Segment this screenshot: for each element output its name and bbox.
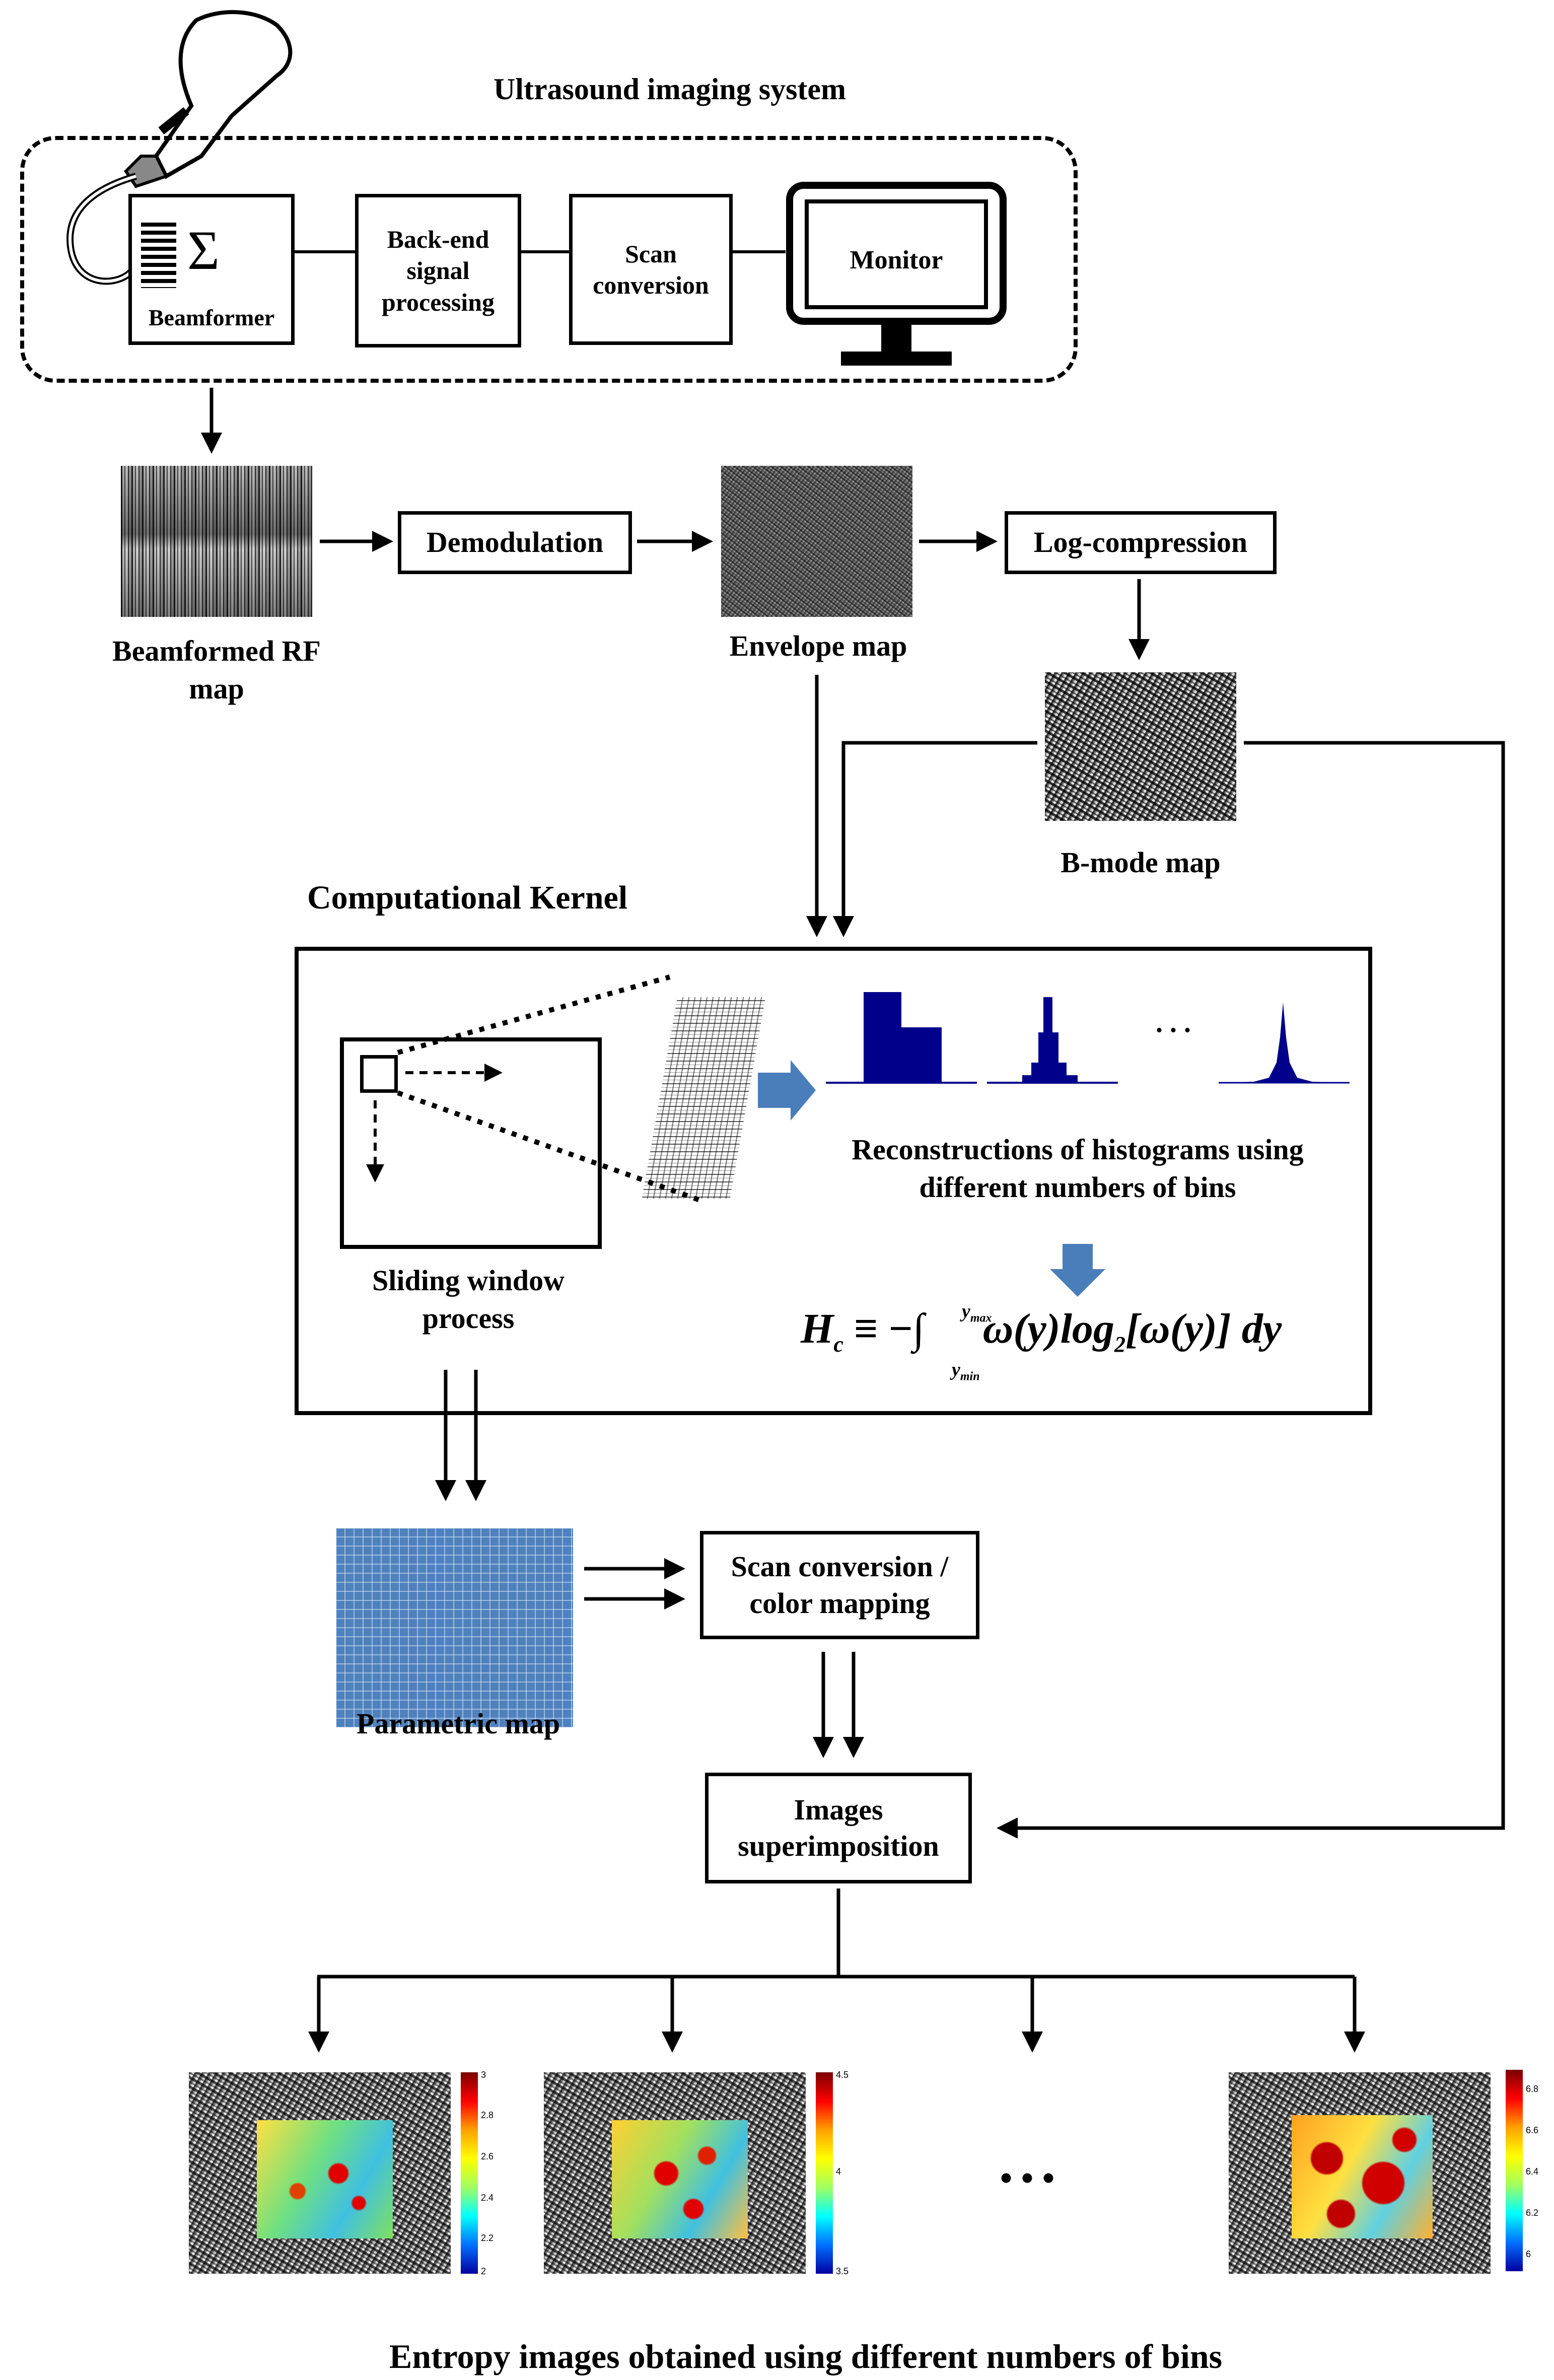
formula-ymax: ymax (962, 1301, 992, 1325)
bmode-map-image (1045, 672, 1236, 821)
formula-h: H (801, 1305, 834, 1352)
entropy-image-1 (189, 2072, 451, 2274)
cb1-tick: 3 (481, 2070, 486, 2080)
colorbar-3 (1506, 2070, 1523, 2271)
images-superimposition-block: Images superimposition (705, 1773, 972, 1883)
rf-map-label: Beamformed RF map (112, 635, 321, 706)
formula-sub-c: c (833, 1332, 843, 1357)
histograms-caption: Reconstructions of histograms using diff… (852, 1133, 1304, 1204)
sum-symbol: Σ (187, 220, 220, 281)
cb1-tick: 2 (481, 2266, 486, 2276)
cb2-tick: 4.5 (836, 2070, 849, 2080)
monitor-icon (786, 182, 1007, 366)
sliding-window (360, 1055, 398, 1093)
bottom-caption: Entropy images obtained using different … (389, 2337, 1223, 2375)
rf-map-image (121, 466, 312, 617)
system-connectors (295, 250, 786, 253)
cb3-tick: 6.4 (1526, 2166, 1539, 2177)
cb3-tick: 6 (1526, 2249, 1531, 2259)
ultrasound-probe-icon (66, 10, 293, 285)
formula-equiv: ≡ −∫ (854, 1305, 925, 1352)
entropy-overlay-3 (1292, 2115, 1433, 2238)
cb1-tick: 2.4 (481, 2193, 494, 2203)
formula-ymin: ymin (952, 1359, 980, 1383)
histogram-ellipsis: . . . (1156, 1007, 1191, 1038)
scan-color-mapping-block: Scan conversion / color mapping (700, 1531, 979, 1639)
log-compression-block: Log-compression (1005, 511, 1277, 574)
entropy-ellipsis: • • • (1000, 2159, 1055, 2198)
bmode-map-label: B-mode map (1061, 846, 1221, 879)
monitor-label: Monitor (850, 246, 943, 274)
formula-sub-2: 2 (1114, 1332, 1125, 1357)
scan-conversion-block: Scan conversion (569, 194, 733, 345)
entropy-formula: Hc ≡ −∫ ymax ymin ω(y)log2[ω(y)] dy (801, 1301, 1355, 1385)
colorbar-2 (816, 2072, 833, 2274)
colorbar-1 (461, 2072, 478, 2274)
formula-body: ω(y)log (982, 1305, 1114, 1352)
cb3-tick: 6.6 (1526, 2125, 1539, 2135)
envelope-map-image (721, 466, 912, 617)
beamformer-block: Σ Beamformer (128, 194, 295, 345)
cb3-tick: 6.8 (1526, 2084, 1539, 2094)
entropy-overlay-2 (612, 2120, 748, 2238)
entropy-overlay-1 (257, 2120, 393, 2238)
system-title: Ultrasound imaging system (493, 73, 846, 106)
histogram-medium (987, 997, 1118, 1084)
cb3-tick: 6.2 (1526, 2208, 1539, 2218)
cb2-tick: 3.5 (836, 2266, 849, 2276)
kernel-title: Computational Kernel (307, 879, 628, 916)
parametric-map-label: Parametric map (356, 1707, 560, 1740)
backend-processing-block: Back-end signal processing (355, 194, 521, 347)
cb2-tick: 4 (836, 2166, 841, 2177)
cb1-tick: 2.6 (481, 2151, 494, 2161)
histogram-fine (1219, 1002, 1350, 1084)
parametric-map-image (336, 1528, 573, 1727)
entropy-image-3 (1229, 2072, 1491, 2274)
cb1-tick: 2.2 (481, 2233, 494, 2243)
sliding-window-label: Sliding window process (372, 1264, 564, 1335)
transducer-lines-icon (141, 223, 176, 288)
envelope-map-label: Envelope map (729, 629, 907, 662)
histogram-coarse (826, 992, 977, 1084)
entropy-image-2 (544, 2072, 806, 2274)
cb1-tick: 2.8 (481, 2110, 494, 2120)
formula-tail: [ω(y)] dy (1125, 1305, 1282, 1352)
beamformer-label: Beamformer (148, 305, 275, 330)
demodulation-block: Demodulation (398, 511, 632, 574)
system-dashed-outline (20, 136, 1078, 383)
